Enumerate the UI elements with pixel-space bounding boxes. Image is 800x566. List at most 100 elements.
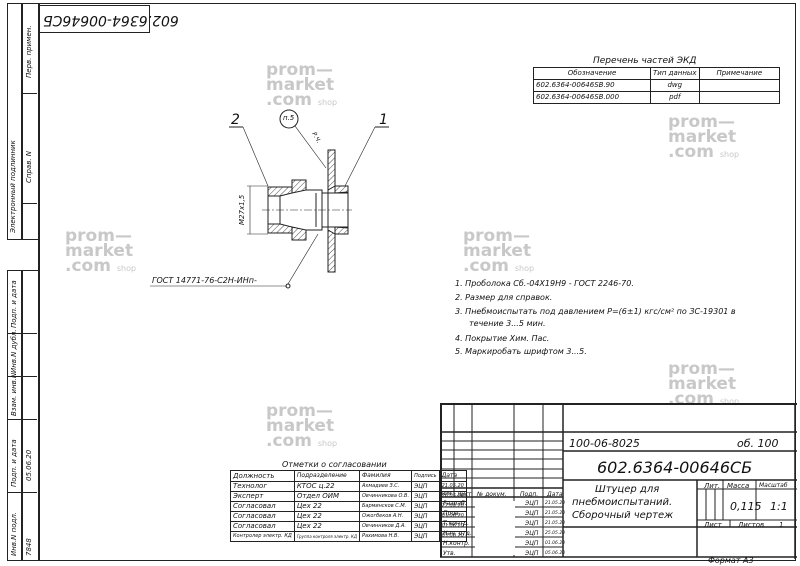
mass-value: 0,115 xyxy=(730,500,762,513)
text-cell: Группа контроля электр. КД xyxy=(293,531,360,542)
parts-list-title: Перечень частей ЭКД xyxy=(593,56,697,66)
note-3: 3. Пнебмоиспытать под давлением Р=(6±1) … xyxy=(455,307,736,316)
note-2: 2. Размер для справок. xyxy=(455,293,553,302)
header-list: Лист xyxy=(457,491,472,498)
outer-frame xyxy=(7,3,796,561)
callout-1: 1 xyxy=(379,112,388,128)
text-cell: shop xyxy=(514,264,535,273)
header-izm: Изм. xyxy=(442,491,453,497)
redacted-signatures xyxy=(475,501,515,555)
header-doc-no: № докум. xyxy=(477,491,507,498)
text-cell: Разраб. xyxy=(443,500,467,507)
sheet-label: Лист xyxy=(704,521,722,529)
format-label: Формат А3 xyxy=(708,556,754,565)
watermark: prom—market.com shop xyxy=(668,361,740,409)
text-cell: Дата xyxy=(438,470,467,482)
thread-dimension: M27x1,5 xyxy=(238,194,246,225)
document-designation: 602.6364-00646СБ xyxy=(597,458,753,477)
text-cell: Должность xyxy=(230,470,295,482)
text-cell: ЭЦП xyxy=(525,540,539,547)
header-podp: Подп. xyxy=(520,491,539,498)
order-code: 100-06-8025 xyxy=(569,437,640,450)
approvals-title: Отметки о согласовании xyxy=(282,460,387,469)
text-cell: ЭЦП xyxy=(525,550,539,557)
text-cell: Технолог xyxy=(230,481,295,492)
text-cell: prom— xyxy=(266,60,333,80)
text-cell: shop xyxy=(719,397,740,406)
text-cell: Подразделение xyxy=(293,470,360,482)
text-cell: market xyxy=(266,416,335,436)
text-cell: market xyxy=(266,75,335,95)
weld-spec: ГОСТ 14771-76-С2Н-ИНп- xyxy=(152,276,257,285)
scale-label: Масштаб xyxy=(759,482,788,489)
text-cell: .com xyxy=(463,256,509,276)
text-cell: ЭЦП xyxy=(525,500,539,507)
text-cell: shop xyxy=(317,98,338,107)
watermark: prom—market.com shop xyxy=(266,401,337,451)
sheets-label: Листов xyxy=(738,521,765,529)
text-cell: Утв. xyxy=(443,550,456,557)
text-cell: ЭЦП xyxy=(411,501,440,512)
text-cell: 01.06.20 xyxy=(545,541,566,546)
inner-frame-left xyxy=(38,3,40,560)
text-cell: Согласовал xyxy=(230,501,295,512)
text-cell: .com xyxy=(266,90,312,110)
text-cell: prom— xyxy=(463,226,530,246)
watermark: prom—market.com shop xyxy=(266,60,338,110)
note-1: 1. Проболока Сб.-04Х19Н9 - ГОСТ 2246-70. xyxy=(455,279,634,288)
text-cell: Т.контр. xyxy=(443,520,470,527)
text-cell: market xyxy=(463,241,532,261)
text-cell: Эксперт xyxy=(230,491,295,502)
text-cell: pdf xyxy=(650,91,700,104)
text-cell: Цех 22 xyxy=(293,511,360,522)
text-cell: ЭЦП xyxy=(525,530,539,537)
side-strip: Перв. примен. Справ. N Электронный подли… xyxy=(7,3,39,561)
text-cell: ЭЦП xyxy=(411,511,440,522)
text-cell: .com xyxy=(266,431,312,451)
text-cell: prom— xyxy=(65,226,132,246)
text-cell: prom— xyxy=(266,401,333,421)
title-block: 100-06-8025 об. 100 602.6364-00646СБ Шту… xyxy=(440,403,797,559)
text-cell: ЭЦП xyxy=(411,531,440,542)
callout-2: 2 xyxy=(231,112,240,128)
text-cell: 21.05.20 xyxy=(545,521,566,526)
text-cell: 21.05.20 xyxy=(545,511,566,516)
text-cell: 602.6364-00646SB.000 xyxy=(533,91,651,104)
watermark: prom—market.com shop xyxy=(463,226,535,276)
name-line-2: пнебмоиспытаний. xyxy=(572,497,673,508)
text-cell: Цех 22 xyxy=(293,521,360,532)
note-4: 4. Покрытие Хим. Пас. xyxy=(455,334,550,343)
text-cell: ЭЦП xyxy=(411,521,440,532)
text-cell: prom— xyxy=(668,112,735,132)
name-line-1: Штуцер для xyxy=(595,484,660,495)
text-cell: market xyxy=(65,241,134,261)
scale-value: 1:1 xyxy=(770,500,788,513)
rotated-code-stamp: 602.6364-00646СБ xyxy=(38,5,179,33)
text-cell: ЭЦП xyxy=(525,510,539,517)
text-cell: Рахимова Н.В. xyxy=(358,531,413,542)
text-cell: Нач. отд. xyxy=(443,530,472,537)
text-cell: ЭЦП xyxy=(411,491,440,502)
text-cell: Согласовал xyxy=(230,511,295,522)
text-cell: Н.контр. xyxy=(443,540,470,547)
sheets-value: 1 xyxy=(779,521,784,529)
note-ref-5: п.5 xyxy=(283,114,295,122)
text-cell: ЭЦП xyxy=(411,481,440,492)
text-cell: Фамилия xyxy=(358,470,413,482)
text-cell: Пров. xyxy=(443,510,461,517)
text-cell xyxy=(698,91,781,104)
text-cell: 05.06.20 xyxy=(545,551,566,556)
text-cell: Ахмадиев З.С. xyxy=(358,481,413,492)
text-cell: .com xyxy=(65,256,111,276)
title-block-grid xyxy=(440,403,797,559)
text-cell: 25.05.20 xyxy=(545,531,566,536)
header-data: Дата xyxy=(547,491,563,498)
